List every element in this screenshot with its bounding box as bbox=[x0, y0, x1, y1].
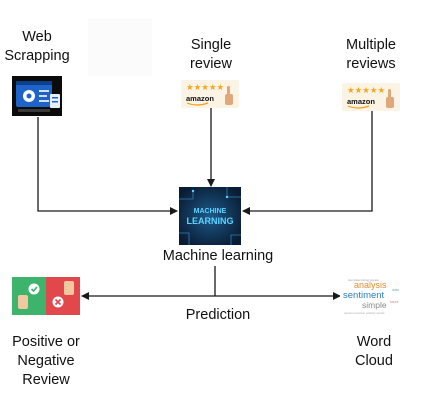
positive-negative-label: Positive or Negative Review bbox=[12, 334, 80, 388]
arrow-multiple-reviews-to-ml bbox=[242, 110, 373, 215]
svg-text:text data mining review: text data mining review bbox=[348, 278, 380, 282]
cloud-word-analysis: analysis bbox=[354, 280, 387, 290]
word-cloud-label: Word Cloud bbox=[355, 334, 393, 369]
svg-text:★★★★★: ★★★★★ bbox=[186, 83, 224, 93]
svg-text:★★★★★: ★★★★★ bbox=[347, 86, 385, 96]
ml-image-text-line1: MACHINE bbox=[194, 208, 227, 215]
svg-text:data: data bbox=[392, 288, 399, 292]
multiple-reviews-label: Multiple reviews bbox=[346, 37, 396, 72]
thumbs-up-down-icon bbox=[12, 277, 80, 315]
web-scraping-icon bbox=[12, 76, 62, 116]
svg-text:opinion emotion polarity words: opinion emotion polarity words bbox=[344, 311, 385, 315]
arrow-web-scrapping-to-ml bbox=[37, 117, 178, 215]
prediction-label: Prediction bbox=[185, 307, 251, 323]
ml-image-text-line2: LEARNING bbox=[187, 216, 234, 226]
word-cloud-icon: text data mining review analysis sentime… bbox=[340, 277, 408, 317]
machine-learning-label: Machine learning bbox=[162, 248, 274, 264]
web-scrapping-label: Web Scrapping bbox=[4, 29, 70, 64]
cloud-word-simple: simple bbox=[362, 300, 387, 310]
multiple-reviews-amazon-icon: ★★★★★ amazon bbox=[342, 83, 400, 111]
single-review-amazon-icon: ★★★★★ amazon bbox=[181, 80, 239, 108]
svg-text:score: score bbox=[390, 300, 399, 304]
cloud-word-sentiment: sentiment bbox=[343, 290, 385, 301]
amazon-logo-text: amazon bbox=[347, 97, 375, 106]
amazon-logo-text: amazon bbox=[186, 94, 214, 103]
single-review-label: Single review bbox=[190, 37, 232, 72]
machine-learning-image: MACHINE LEARNING bbox=[179, 187, 241, 245]
faint-background-patch bbox=[88, 18, 152, 76]
